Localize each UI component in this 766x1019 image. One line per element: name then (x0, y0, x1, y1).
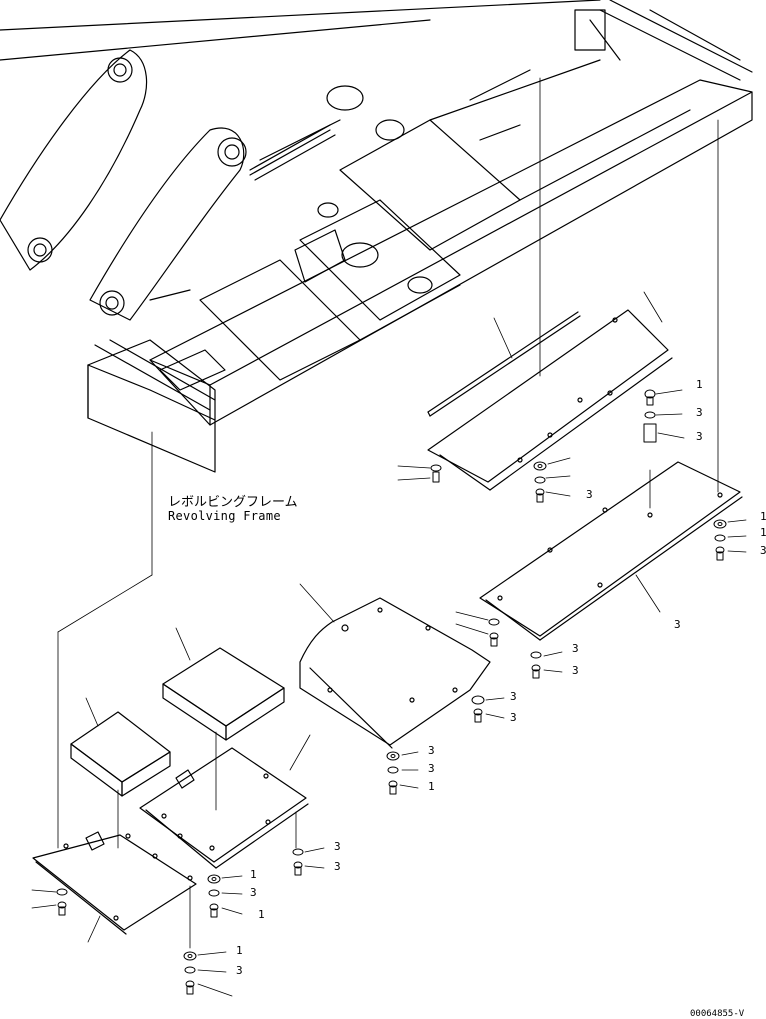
cover-lower-left (32, 831, 197, 935)
washer-icon (183, 951, 197, 961)
callout-number: 3 (334, 860, 341, 873)
cover-right-upper (427, 309, 673, 491)
clip-icon (643, 423, 657, 443)
callout-number: 1 (696, 378, 703, 391)
bolt-icon (535, 488, 545, 503)
frame-label-en: Revolving Frame (168, 509, 281, 523)
callout-number: 1 (236, 944, 243, 957)
callout-numbers: 1 3 3 3 3 1 1 3 3 3 3 3 3 3 3 3 1 3 3 1 … (236, 378, 766, 977)
washer-icon (530, 651, 542, 659)
rubber-strip (427, 311, 581, 417)
callout-number: 1 (250, 868, 257, 881)
callout-number: 3 (510, 690, 517, 703)
washer-icon (207, 874, 221, 884)
bolt-icon (430, 464, 442, 483)
revolving-frame (0, 0, 753, 473)
callout-number: 3 (586, 488, 593, 501)
washer-icon (713, 519, 727, 529)
washer-icon (56, 888, 68, 896)
bolt-icon (293, 861, 303, 876)
cover-center (299, 597, 491, 749)
callout-number: 1 (258, 908, 265, 921)
callout-number: 3 (428, 762, 435, 775)
callout-number: 3 (674, 618, 681, 631)
callout-number: 1 (428, 780, 435, 793)
callout-number: 3 (572, 664, 579, 677)
washer-icon (292, 848, 304, 856)
bolt-icon (531, 664, 541, 679)
fasteners (56, 389, 727, 995)
leader-lines (57, 77, 719, 949)
callout-number: 3 (696, 430, 703, 443)
callout-number: 1 (760, 510, 766, 523)
callout-number: 3 (760, 544, 766, 557)
washer-icon (488, 618, 500, 626)
bolt-icon (644, 389, 656, 406)
washer-icon (208, 889, 220, 897)
bolt-icon (388, 780, 398, 795)
callout-number: 3 (428, 744, 435, 757)
washer-icon (184, 966, 196, 974)
bolt-icon (715, 546, 725, 561)
callout-number: 3 (510, 711, 517, 724)
cover-right-lower (479, 461, 743, 641)
sound-pad-right (162, 647, 285, 741)
callout-number: 3 (572, 642, 579, 655)
frame-label-jp: レボルビングフレーム (168, 495, 298, 510)
washer-icon (387, 766, 399, 774)
callout-number: 1 (760, 526, 766, 539)
bolt-icon (489, 632, 499, 647)
washer-icon (386, 751, 400, 761)
callout-number: 3 (236, 964, 243, 977)
bolt-icon (57, 901, 67, 916)
bolt-icon (473, 708, 483, 723)
bolt-icon (209, 903, 219, 918)
bolt-icon (185, 980, 195, 995)
washer-icon (471, 695, 485, 705)
washer-icon (714, 534, 726, 542)
callout-leaders (31, 389, 747, 997)
sound-pad-left (70, 711, 171, 797)
drawing-code: 00064855-V (690, 1009, 745, 1019)
callout-number: 3 (334, 840, 341, 853)
washer-icon (644, 411, 656, 419)
callout-number: 3 (250, 886, 257, 899)
washer-icon (534, 476, 546, 484)
washer-icon (533, 461, 547, 471)
callout-number: 3 (696, 406, 703, 419)
cover-lower-middle (139, 747, 309, 869)
